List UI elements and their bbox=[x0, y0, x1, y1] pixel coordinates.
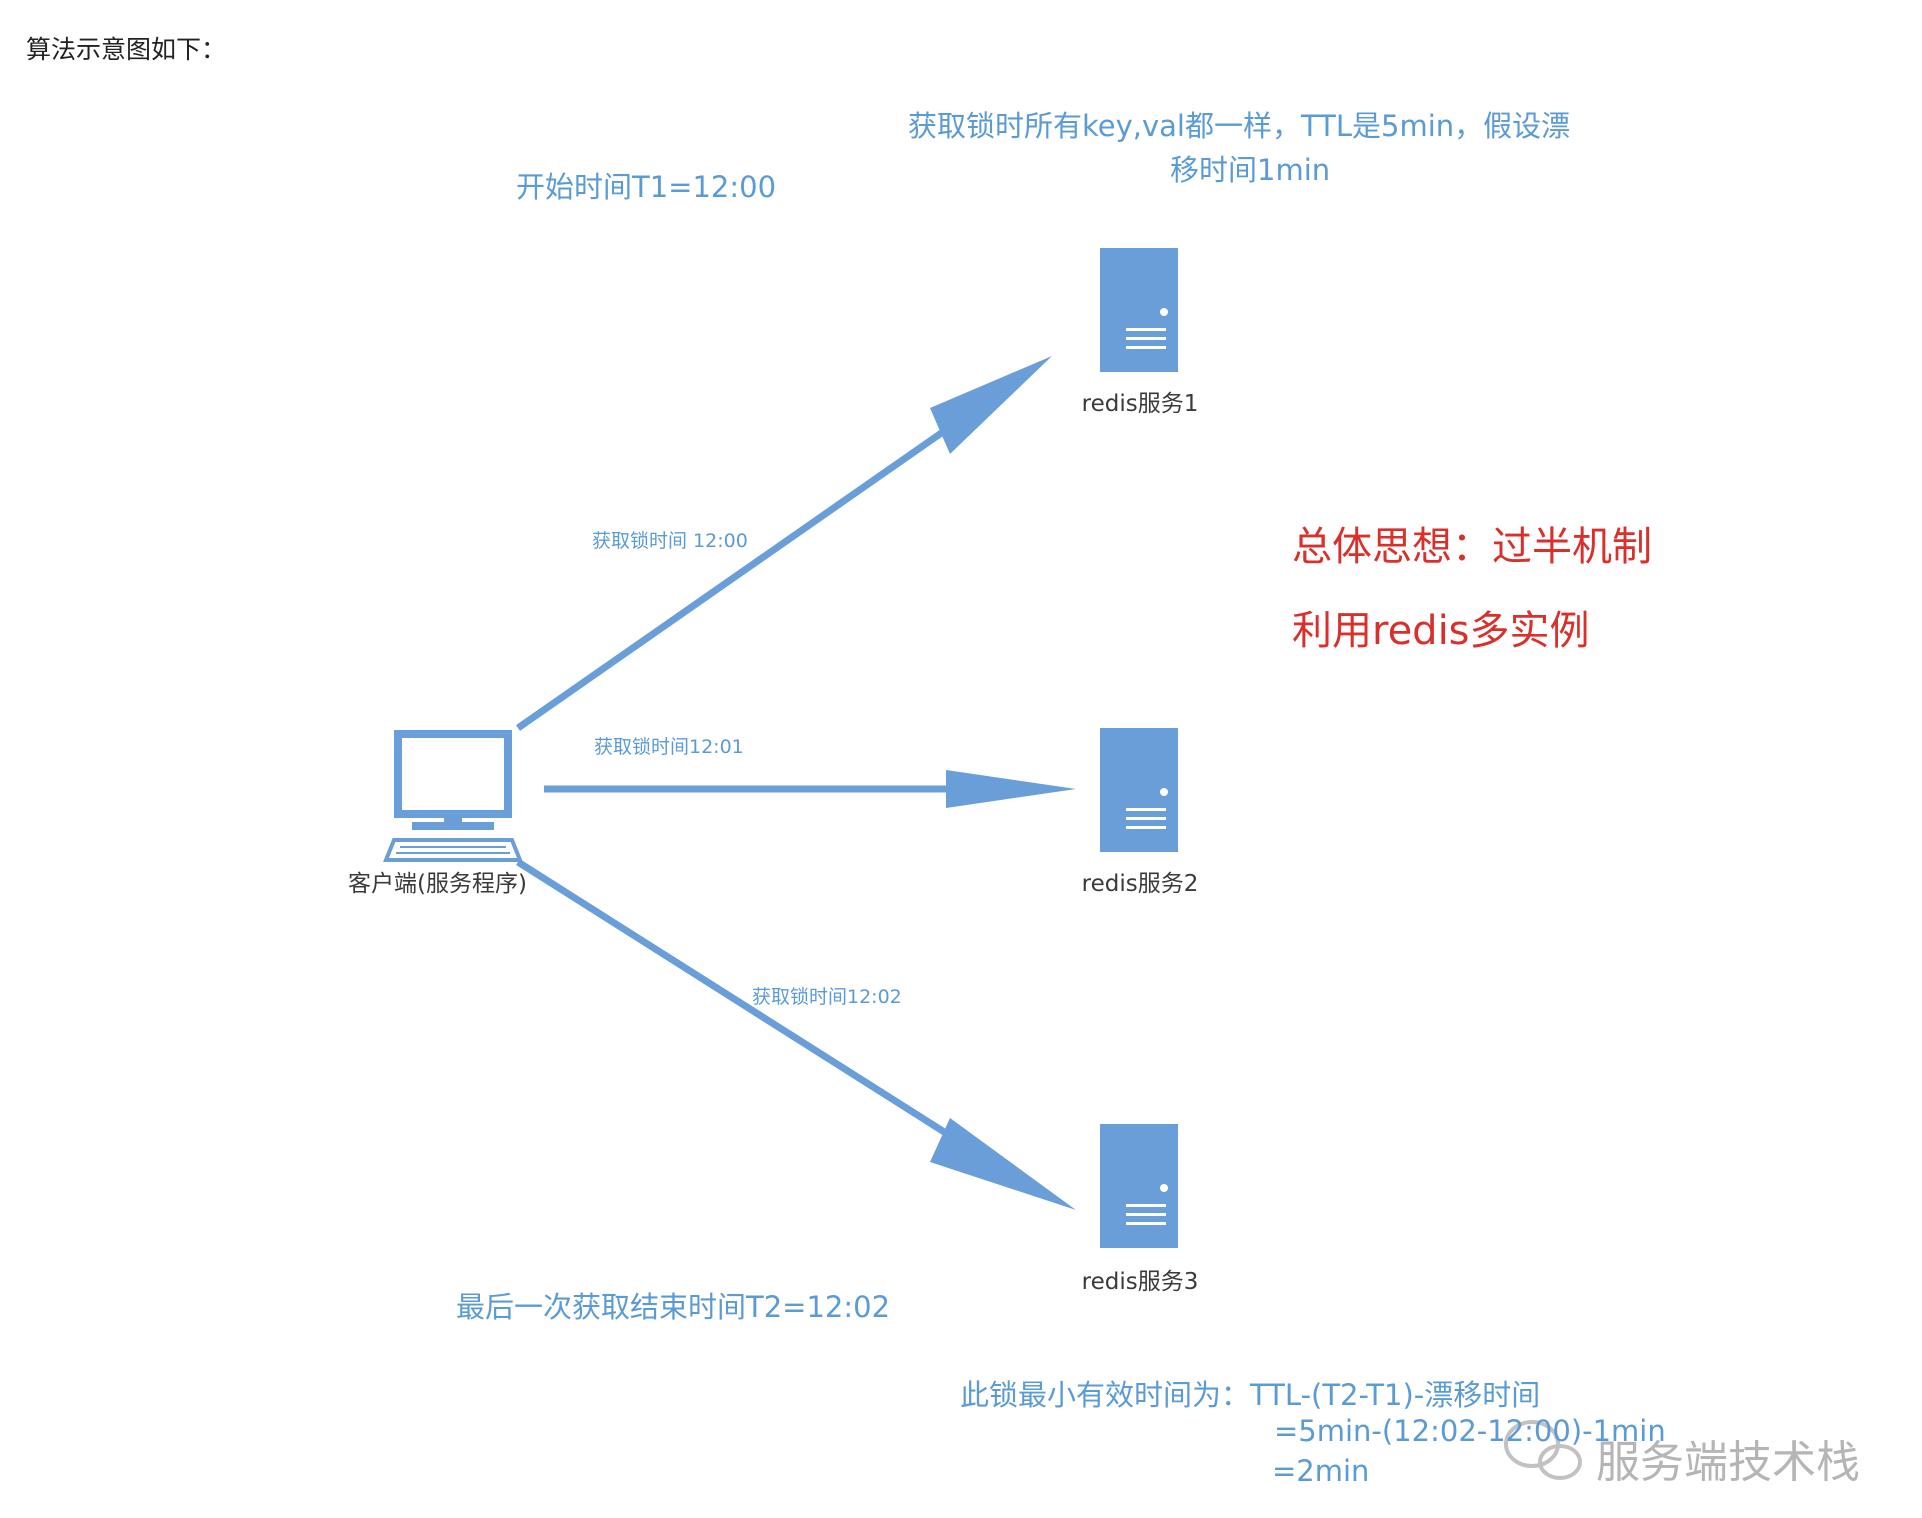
formula-line1: 此锁最小有效时间为：TTL-(T2-T1)-漂移时间 bbox=[960, 1378, 1541, 1412]
intro-text: 算法示意图如下： bbox=[26, 35, 227, 64]
computer-icon bbox=[383, 730, 523, 862]
client-label: 客户端(服务程序) bbox=[348, 871, 527, 897]
server-icon-2 bbox=[1100, 728, 1178, 852]
edge-label-2: 获取锁时间12:01 bbox=[594, 736, 744, 758]
arrow-to-server-3 bbox=[516, 859, 1076, 1210]
formula-line2: =5min-(12:02-12:00)-1min bbox=[1274, 1414, 1666, 1448]
arrow-to-server-1 bbox=[515, 356, 1052, 731]
server-label-3: redis服务3 bbox=[1081, 1269, 1199, 1295]
server-icon-3 bbox=[1100, 1124, 1178, 1248]
server-icon-1 bbox=[1100, 248, 1178, 372]
server-label-1: redis服务1 bbox=[1081, 391, 1199, 417]
lock-note-line2: 移时间1min bbox=[1170, 153, 1331, 187]
idea-line2: 利用redis多实例 bbox=[1292, 608, 1590, 654]
formula-line3: =2min bbox=[1272, 1454, 1370, 1488]
idea-line1: 总体思想：过半机制 bbox=[1292, 524, 1652, 570]
wechat-icon bbox=[1504, 1420, 1582, 1480]
end-time-label: 最后一次获取结束时间T2=12:02 bbox=[456, 1290, 891, 1324]
edge-label-1: 获取锁时间 12:00 bbox=[592, 530, 748, 552]
server-label-2: redis服务2 bbox=[1081, 871, 1199, 897]
edge-label-3: 获取锁时间12:02 bbox=[752, 986, 902, 1008]
start-time-label: 开始时间T1=12:00 bbox=[516, 170, 777, 204]
watermark-text: 服务端技术栈 bbox=[1596, 1437, 1860, 1488]
lock-note-line1: 获取锁时所有key,val都一样，TTL是5min，假设漂 bbox=[908, 109, 1571, 143]
arrow-to-server-2 bbox=[544, 770, 1076, 808]
